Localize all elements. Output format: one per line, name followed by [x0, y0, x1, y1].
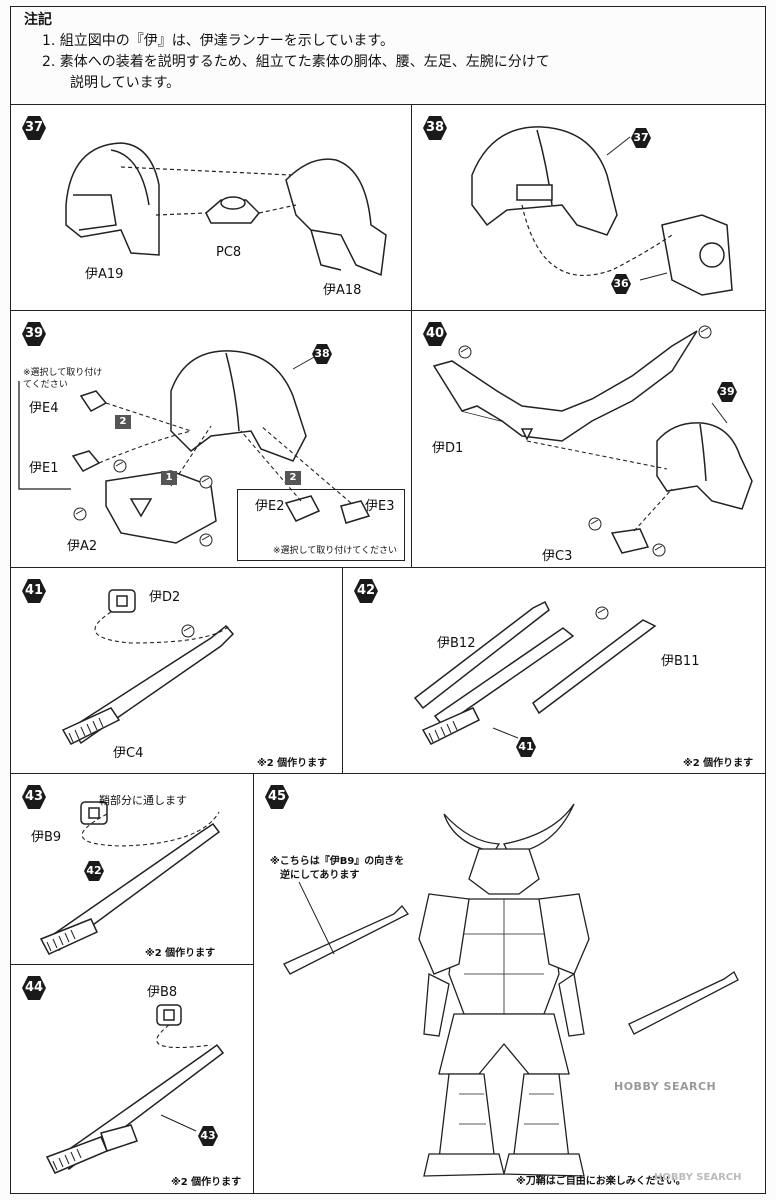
step-38-drawing — [471, 126, 733, 296]
step-38-panel: 38 37 36 — [411, 104, 766, 311]
sub-step-2-right: 2 — [285, 471, 301, 485]
label-i-e1: 伊E1 — [29, 461, 59, 476]
step-38-ref-36: 36 — [610, 273, 632, 295]
watermark-hobby-search-footer: HOBBY SEARCH — [654, 1172, 742, 1183]
step-42-ref-41: 41 — [515, 736, 537, 758]
step-41-drawing — [61, 589, 235, 745]
label-i-a2: 伊A2 — [67, 539, 98, 554]
step-40-ref-39: 39 — [716, 381, 738, 403]
step-39-option-box — [237, 489, 405, 561]
step-37-panel: 37 伊A19 PC8 伊A18 — [10, 104, 412, 311]
notes-line-1: 1. 組立図中の『伊』は、伊達ランナーを示しています。 — [42, 33, 394, 49]
step-39-drawing — [18, 350, 371, 544]
label-i-e2: 伊E2 — [255, 499, 285, 514]
gate-mark-j — [595, 606, 609, 620]
step-43-panel: 43 鞘部分に通します 伊B9 42 ※2 個作ります — [10, 773, 254, 965]
step-45-reverse-note-line2: 逆にしてあります — [280, 870, 360, 881]
sub-step-2-left: 2 — [115, 415, 131, 429]
notes-line-3: 説明しています。 — [70, 75, 181, 91]
notes-title: 注記 — [24, 12, 52, 28]
label-i-c3: 伊C3 — [542, 549, 573, 564]
step-44-ref-43: 43 — [197, 1125, 219, 1147]
step-40-badge: 40 — [422, 321, 448, 347]
label-i-a19: 伊A19 — [85, 267, 124, 282]
sub-step-1: 1 — [161, 471, 177, 485]
gate-mark-i — [181, 624, 195, 638]
label-i-e3: 伊E3 — [365, 499, 395, 514]
gate-mark-g — [588, 517, 602, 531]
label-i-a18: 伊A18 — [323, 283, 362, 298]
gate-mark-h — [652, 543, 666, 557]
step-43-badge: 43 — [21, 784, 47, 810]
gate-mark-b — [199, 475, 213, 489]
step-40-drawing — [432, 330, 753, 554]
gate-mark-d — [199, 533, 213, 547]
label-i-c4: 伊C4 — [113, 746, 144, 761]
step-41-make-2-note: ※2 個作ります — [257, 758, 328, 769]
step-44-drawing — [45, 1004, 225, 1174]
step-45-panel: 45 — [253, 773, 766, 1194]
step-44-make-2-note: ※2 個作ります — [171, 1177, 242, 1188]
step-41-badge: 41 — [21, 578, 47, 604]
step-45-reverse-note-line1: ※こちらは『伊B9』の向きを — [270, 856, 405, 867]
step-39-select-note: ※選択して取り付けてください — [23, 368, 103, 390]
step-45-badge: 45 — [264, 784, 290, 810]
label-i-d1: 伊D1 — [432, 441, 464, 456]
step-38-badge: 38 — [422, 115, 448, 141]
label-i-d2: 伊D2 — [149, 590, 181, 605]
step-43-drawing — [39, 801, 221, 955]
label-i-b8: 伊B8 — [147, 985, 178, 1000]
step-38-ref-37: 37 — [630, 127, 652, 149]
gate-mark-c — [73, 507, 87, 521]
step-37-drawing — [65, 142, 387, 277]
watermark-hobby-search: HOBBY SEARCH — [614, 1080, 717, 1093]
step-42-panel: 42 伊B12 伊B11 41 ※2 個作ります — [342, 567, 766, 774]
step-41-panel: 41 伊D2 伊C4 ※2 個作ります — [10, 567, 343, 774]
step-42-badge: 42 — [353, 578, 379, 604]
gate-mark-f — [698, 325, 712, 339]
step-45-free-note: ※刀鞘はご自由にお楽しみください。 — [516, 1176, 686, 1187]
step-43-ref-42: 42 — [83, 860, 105, 882]
step-42-drawing — [413, 600, 657, 745]
label-i-b11: 伊B11 — [661, 654, 700, 669]
notes-line-2: 2. 素体への装着を説明するため、組立てた素体の胴体、腰、左足、左腕に分けて — [42, 54, 550, 70]
label-pc8: PC8 — [216, 245, 242, 260]
step-43-make-2-note: ※2 個作ります — [145, 948, 216, 959]
step-44-badge: 44 — [21, 975, 47, 1001]
step-39-panel: 39 38 ※選択して取り付けてください 伊E4 伊E1 伊A2 2 — [10, 310, 412, 568]
step-43-sheath-note: 鞘部分に通します — [99, 794, 187, 807]
step-42-make-2-note: ※2 個作ります — [683, 758, 754, 769]
step-44-panel: 44 伊B8 43 ※2 個作ります — [10, 964, 254, 1194]
step-39-ref-38: 38 — [311, 343, 333, 365]
gate-mark-e — [458, 345, 472, 359]
step-45-drawing — [283, 803, 739, 1177]
gate-mark-a — [113, 459, 127, 473]
step-39-badge: 39 — [21, 321, 47, 347]
label-i-b9: 伊B9 — [31, 830, 62, 845]
step-39-select-note-2: ※選択して取り付けてください — [273, 546, 398, 556]
notes-section: 注記 1. 組立図中の『伊』は、伊達ランナーを示しています。 2. 素体への装着… — [24, 10, 744, 94]
label-i-e4: 伊E4 — [29, 401, 59, 416]
label-i-b12: 伊B12 — [437, 636, 476, 651]
step-37-badge: 37 — [21, 115, 47, 141]
step-40-panel: 40 39 伊D1 伊C3 — [411, 310, 766, 568]
